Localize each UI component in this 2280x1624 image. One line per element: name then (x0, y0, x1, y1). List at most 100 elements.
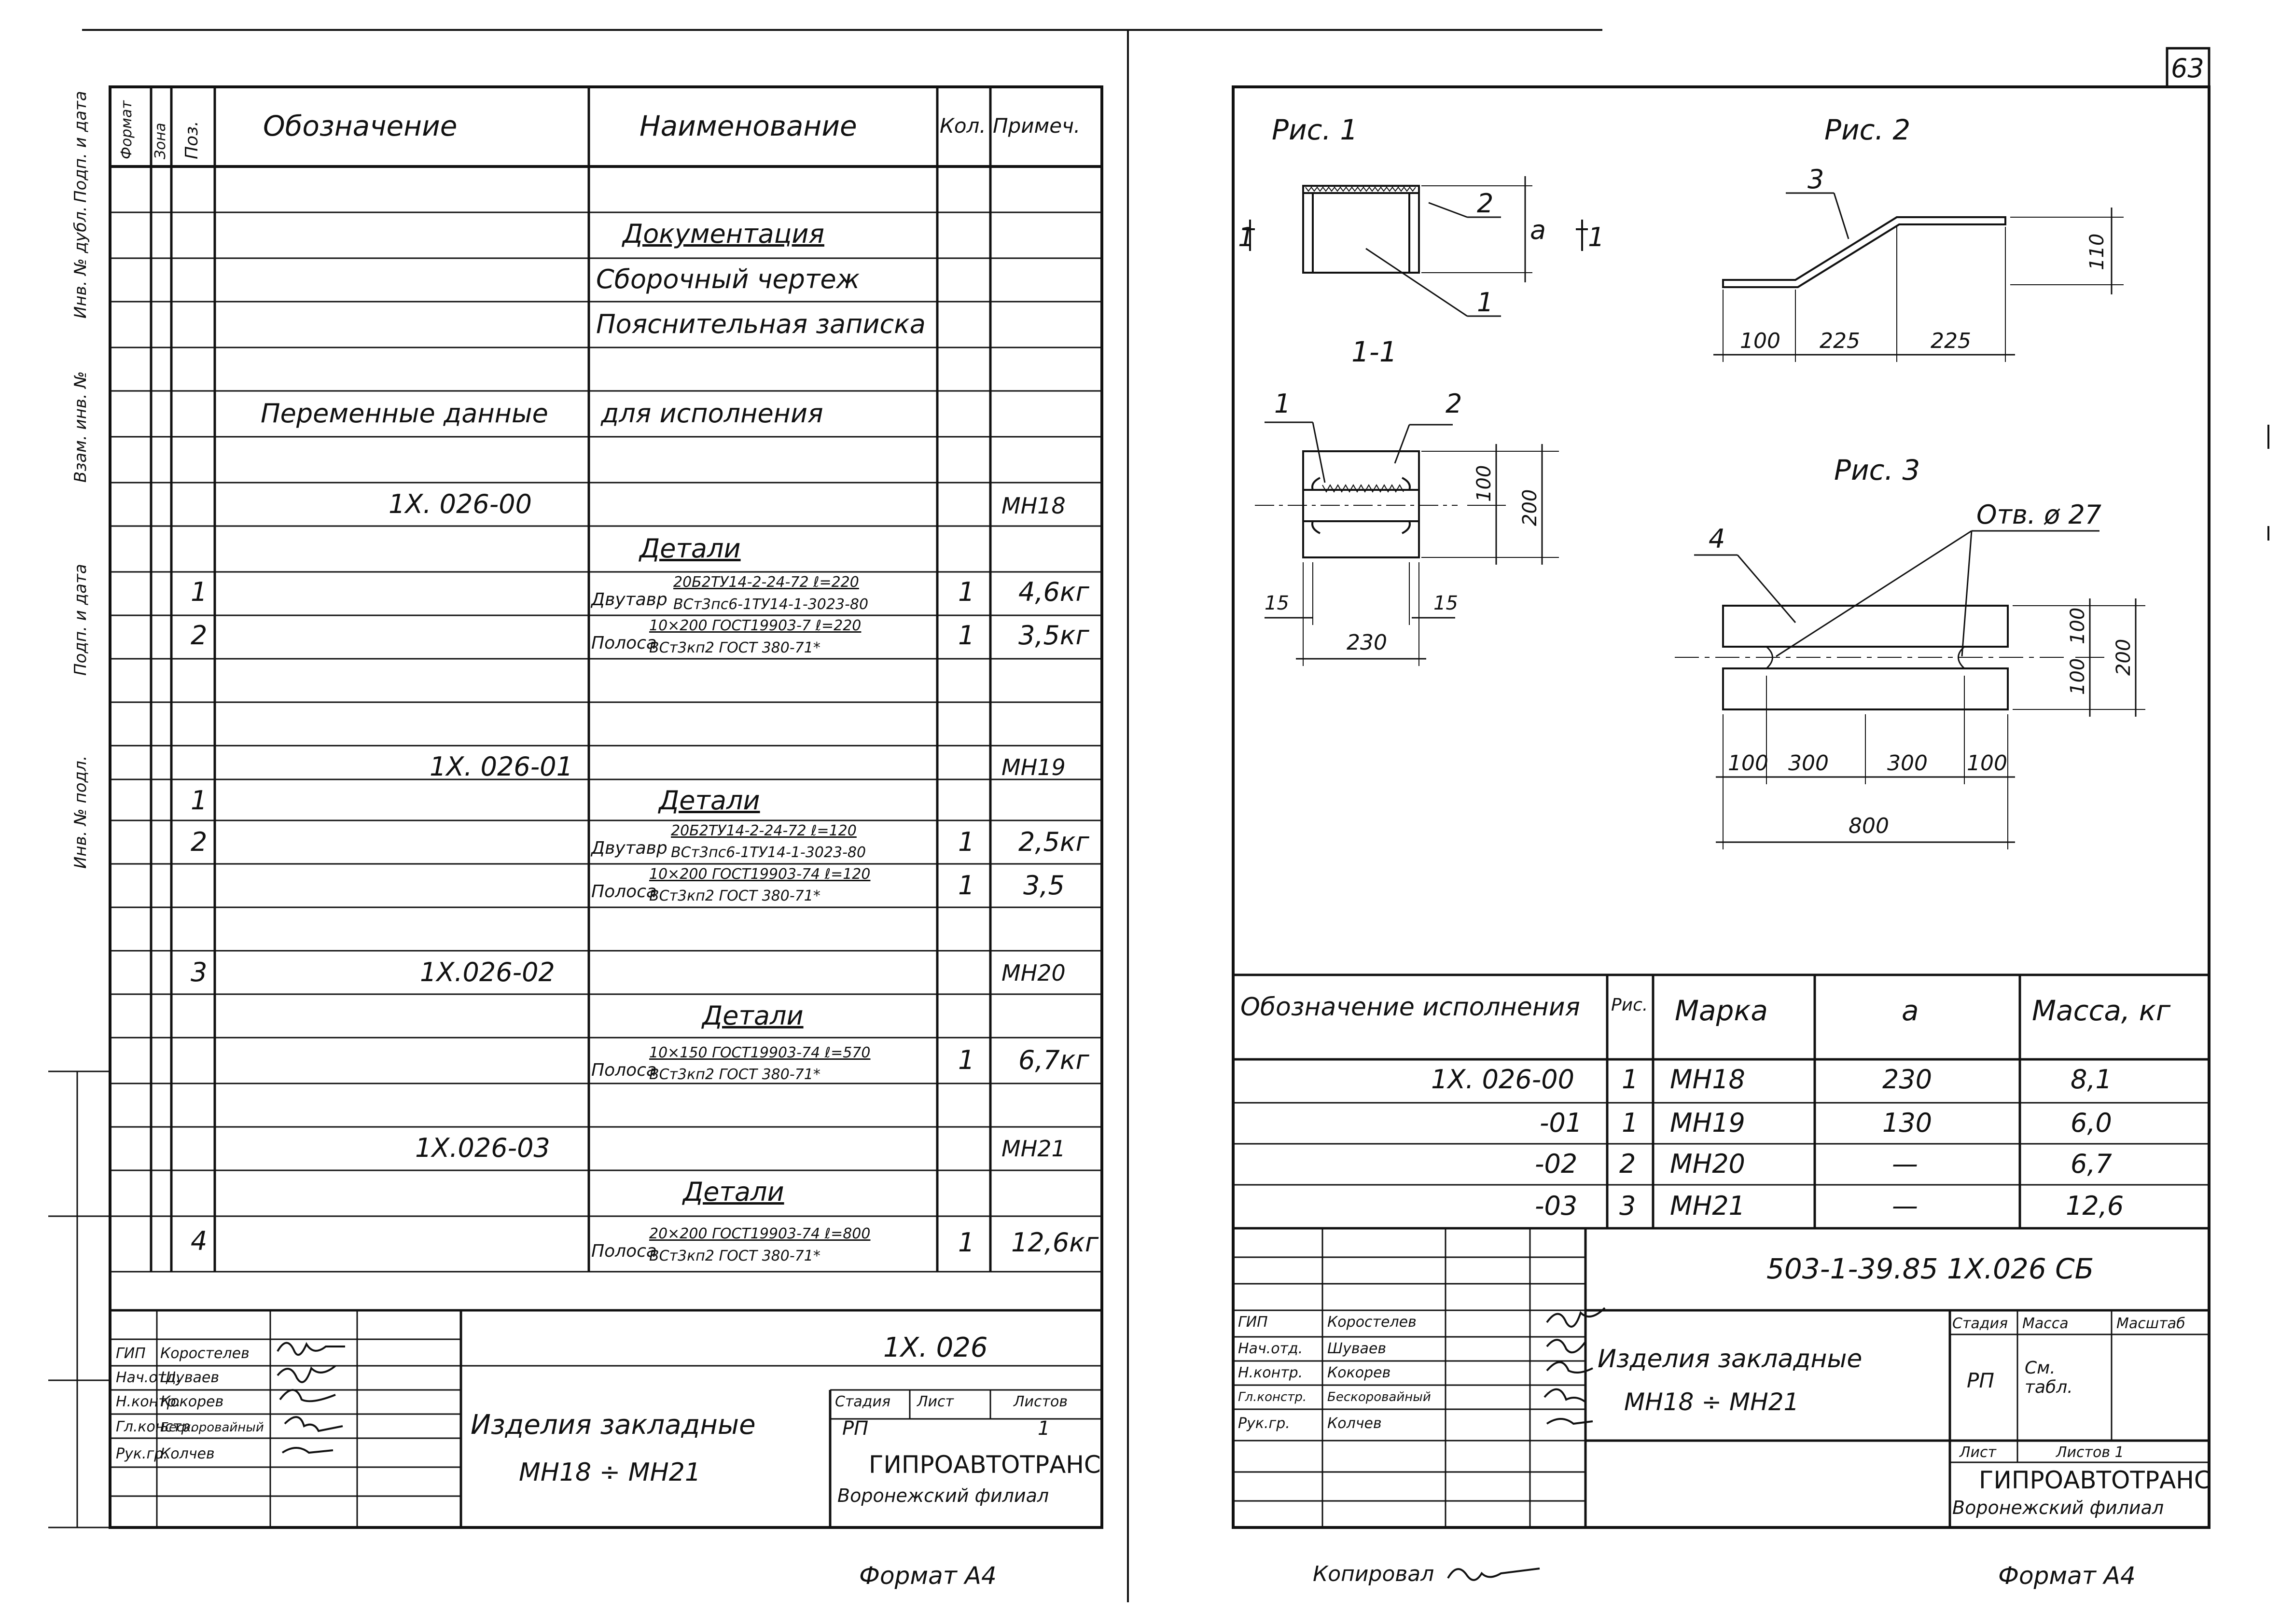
table-row-a: — (1892, 1149, 1918, 1179)
table-header-mark: Марка (1675, 994, 1768, 1027)
part-spec-top: 10×200 ГОСТ19903-74 ℓ=120 (649, 866, 871, 883)
row-pos: 4 (191, 1226, 208, 1256)
copied-by-label: Копировал (1313, 1562, 1434, 1586)
role: ГИП (116, 1345, 146, 1362)
fig3-dim-100b: 100 (1967, 751, 2007, 776)
header-name: Наименование (640, 110, 857, 142)
left-title-line2: МН18 ÷ МН21 (519, 1458, 701, 1487)
stage-label: Стадия (1952, 1315, 2008, 1332)
variant-03-code: 1Х.026-03 (415, 1133, 550, 1163)
row-explanatory-note: Пояснительная записка (596, 309, 926, 339)
sheet-label: Лист (917, 1393, 954, 1410)
fig2-dim-225a: 225 (1820, 329, 1860, 353)
table-row-mark: МН20 (1670, 1149, 1745, 1179)
part-qty: 1 (958, 827, 975, 857)
part-spec-bottom: ВСт3кп2 ГОСТ 380-71* (649, 1066, 820, 1083)
stage-value: РП (1967, 1369, 1994, 1392)
table-row-a: 130 (1882, 1108, 1932, 1138)
org-name: ГИПРОАВТОТРАНС (869, 1451, 1101, 1479)
role: Н.контр. (116, 1393, 181, 1410)
table-row-mass: 6,0 (2071, 1108, 2112, 1138)
person-name: Кокорев (160, 1393, 224, 1410)
fig2-callout-3: 3 (1807, 164, 1824, 194)
part-spec-bottom: ВСт3пс6-1ТУ14-1-3023-80 (671, 844, 866, 861)
role: Н.контр. (1238, 1364, 1303, 1381)
person-name: Колчев (1327, 1415, 1382, 1432)
role: Нач.отд. (116, 1369, 181, 1386)
right-title-line1: Изделия закладные (1598, 1345, 1863, 1374)
role: Гл.констр. (1238, 1390, 1307, 1404)
part-type: Двутавр (591, 590, 667, 610)
person-name: Коростелев (1327, 1314, 1417, 1331)
part-spec-top: 20Б2ТУ14-2-24-72 ℓ=220 (673, 574, 859, 591)
fig1-dim-a: a (1530, 215, 1546, 245)
part-spec-top: 10×150 ГОСТ19903-74 ℓ=570 (649, 1044, 871, 1061)
right-title-line2: МН18 ÷ МН21 (1624, 1388, 1799, 1416)
part-type: Полоса (591, 1060, 657, 1080)
fig1-cut-right: 1 (1588, 222, 1605, 252)
mass-value: См. табл. (2025, 1358, 2073, 1397)
stage-value: РП (842, 1417, 869, 1440)
fig3-dim-300b: 300 (1887, 751, 1928, 776)
table-header-a: a (1902, 994, 1919, 1027)
left-format: Формат А4 (859, 1562, 997, 1590)
section-details: Детали (702, 1000, 804, 1031)
table-row-mass: 6,7 (2071, 1149, 2112, 1179)
fig2-title: Рис. 2 (1824, 113, 1911, 146)
part-spec-top: 20Б2ТУ14-2-24-72 ℓ=120 (671, 822, 857, 839)
table-row-fig: 2 (1619, 1149, 1636, 1179)
sheets-label: Листов 1 (2056, 1444, 2124, 1461)
right-doc-code: 503-1-39.85 1Х.026 СБ (1766, 1252, 2094, 1285)
section-details: Детали (640, 533, 741, 564)
part-mass: 6,7кг (1018, 1045, 1089, 1075)
fig1-callout-2: 2 (1477, 188, 1494, 219)
variant-00-mark: МН18 (1001, 493, 1066, 519)
part-qty: 1 (958, 1045, 975, 1075)
fig1-cut-left: 1 (1238, 222, 1255, 252)
org-branch: Воронежский филиал (837, 1485, 1049, 1506)
fig3-dim-300a: 300 (1788, 751, 1829, 776)
table-row-mass: 8,1 (2071, 1064, 2112, 1095)
table-header-mass: Масса, кг (2032, 994, 2171, 1027)
part-mass: 3,5кг (1018, 620, 1089, 651)
fig1-sec-callout-1: 1 (1274, 389, 1291, 419)
role: ГИП (1238, 1314, 1268, 1331)
role: Рук.гр. (1238, 1415, 1290, 1432)
table-row-a: 230 (1882, 1064, 1932, 1095)
table-row-fig: 1 (1622, 1108, 1639, 1138)
right-format: Формат А4 (1998, 1562, 2136, 1590)
org-branch: Воронежский филиал (1952, 1497, 2164, 1518)
row-pos: 2 (191, 620, 208, 651)
variant-01-code: 1Х. 026-01 (430, 751, 573, 782)
fig1-dim-230: 230 (1347, 630, 1387, 655)
left-doc-code: 1Х. 026 (883, 1332, 988, 1363)
section-details: Детали (683, 1177, 784, 1207)
role: Гл.констр. (116, 1418, 195, 1435)
sheets-value: 1 (1038, 1417, 1050, 1440)
part-mass: 2,5кг (1018, 827, 1089, 857)
sheet-label: Лист (1960, 1444, 1997, 1461)
table-header-fig: Рис. (1611, 995, 1648, 1015)
fig1-dim-15-right: 15 (1433, 592, 1458, 614)
part-type: Двутавр (591, 838, 667, 858)
part-mass: 3,5 (1023, 870, 1065, 901)
section-documentation: Документация (623, 219, 824, 249)
part-spec-bottom: ВСт3пс6-1ТУ14-1-3023-80 (673, 596, 869, 613)
person-name: Шуваев (160, 1369, 220, 1386)
fig3-hole-label: Отв. ø 27 (1976, 500, 2102, 530)
table-row-fig: 3 (1619, 1191, 1636, 1221)
header-note: Примеч. (993, 114, 1081, 138)
section-details: Детали (659, 785, 760, 816)
table-row-code: 1Х. 026-00 (1431, 1064, 1574, 1095)
part-mass: 4,6кг (1018, 577, 1089, 607)
person-name: Шуваев (1327, 1340, 1387, 1357)
left-title-line1: Изделия закладные (471, 1409, 756, 1441)
org-name: ГИПРОАВТОТРАНС (1979, 1466, 2211, 1494)
person-name: Колчев (160, 1445, 215, 1462)
variant-02-code: 1Х.026-02 (420, 957, 555, 987)
table-row-code: -02 (1535, 1149, 1578, 1179)
role: Нач.отд. (1238, 1340, 1303, 1357)
part-spec-top: 10×200 ГОСТ19903-7 ℓ=220 (649, 617, 862, 634)
person-name: Кокорев (1327, 1364, 1391, 1381)
variant-00-code: 1Х. 026-00 (389, 489, 532, 519)
